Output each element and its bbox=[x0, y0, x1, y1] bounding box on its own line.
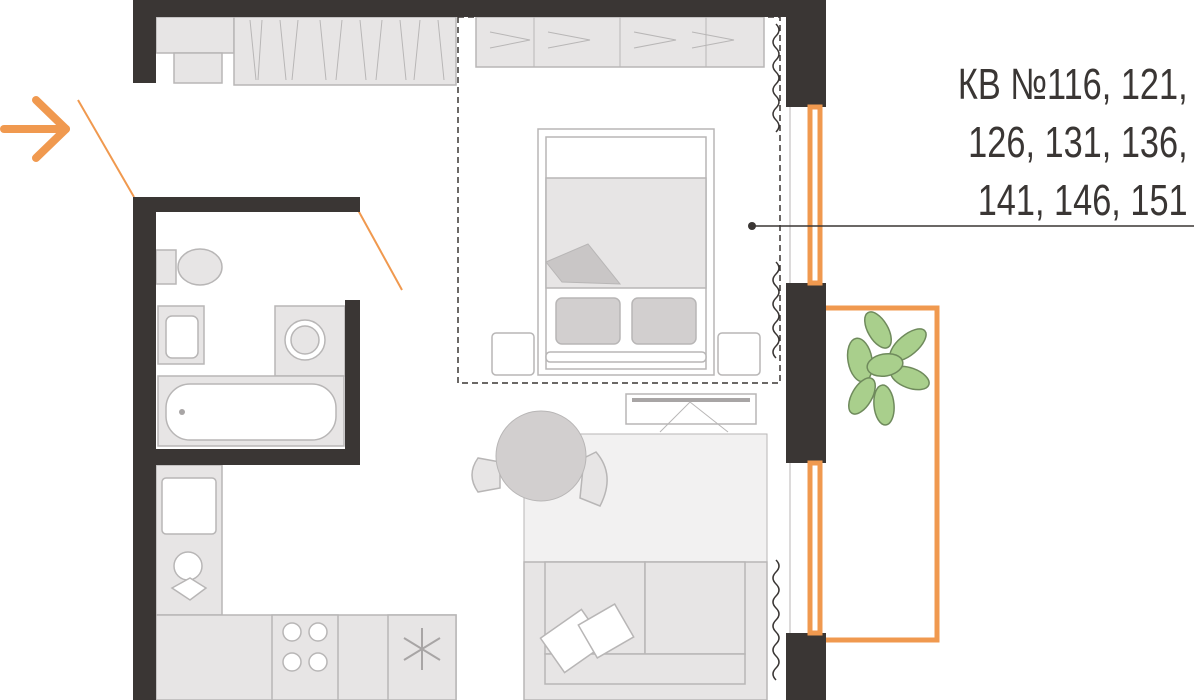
label-line: КВ №116, 121, bbox=[958, 60, 1188, 109]
balcony bbox=[826, 305, 940, 643]
bathroom-door-swing bbox=[357, 209, 403, 291]
snowflake-icon bbox=[403, 628, 441, 670]
bedroom-wardrobe bbox=[475, 16, 765, 68]
entrance-arrow-icon bbox=[0, 96, 70, 162]
bed bbox=[537, 128, 715, 376]
washing-machine bbox=[274, 305, 346, 377]
refrigerator bbox=[387, 614, 457, 700]
pillow bbox=[631, 297, 697, 345]
tv-stand bbox=[625, 393, 757, 433]
pillow bbox=[555, 297, 621, 345]
bathtub bbox=[157, 375, 345, 447]
plant-icon bbox=[846, 311, 930, 426]
hall-wardrobe bbox=[155, 16, 457, 86]
dining-set bbox=[471, 410, 608, 507]
nightstand bbox=[717, 332, 761, 376]
blanket-fold bbox=[545, 243, 622, 285]
cooktop bbox=[271, 614, 339, 700]
entry-door-swing bbox=[77, 99, 135, 198]
sofa bbox=[523, 561, 768, 700]
nightstand bbox=[491, 332, 535, 376]
windows bbox=[789, 104, 823, 636]
label-line: 141, 146, 151 bbox=[978, 176, 1188, 225]
apartment-numbers-label: КВ №116, 121, 126, 131, 136, 141, 146, 1… bbox=[958, 56, 1188, 230]
label-line: 126, 131, 136, bbox=[968, 118, 1188, 167]
toilet bbox=[155, 248, 223, 286]
bathroom-fixtures bbox=[155, 248, 346, 447]
walls bbox=[133, 0, 826, 700]
curtains bbox=[772, 23, 780, 681]
dining-table bbox=[495, 410, 587, 502]
dishwasher bbox=[170, 551, 208, 601]
sink bbox=[157, 305, 205, 365]
kitchen bbox=[155, 464, 457, 700]
